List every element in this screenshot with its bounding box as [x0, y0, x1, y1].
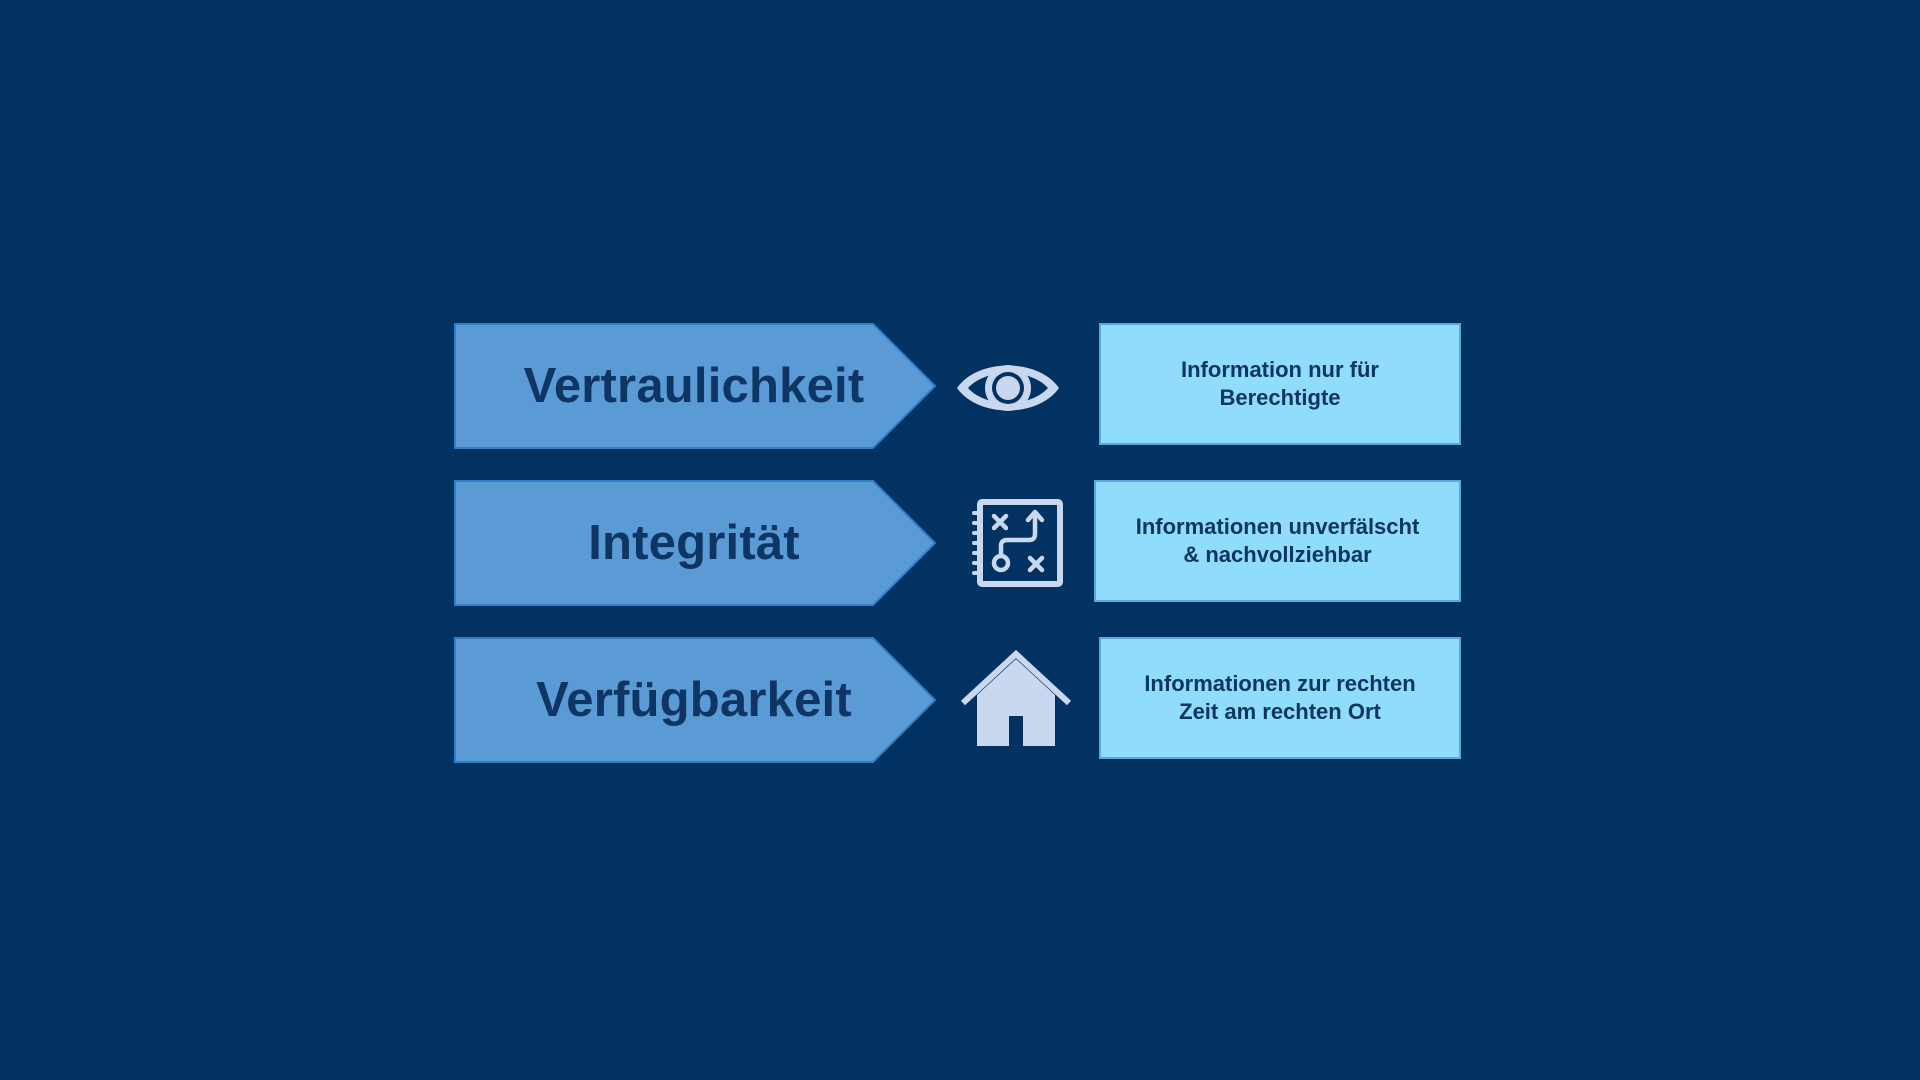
description-box: Informationen unverfälscht & nachvollzie… — [1094, 480, 1461, 602]
eye-icon — [957, 365, 1059, 411]
icon-container — [955, 637, 1075, 763]
row-integritaet: Integrität — [0, 480, 1920, 606]
icon-container — [948, 323, 1068, 449]
arrow-label: Vertraulichkeit — [523, 359, 865, 413]
house-icon — [960, 649, 1072, 746]
arrow-shape-graphic — [454, 637, 937, 763]
description-text: Informationen unverfälscht & nachvollzie… — [1135, 514, 1420, 567]
row-verfuegbarkeit: Verfügbarkeit Informationen zur rechten … — [0, 637, 1920, 763]
description-text: Information nur für Berechtigte — [1181, 357, 1379, 410]
arrow-label: Verfügbarkeit — [536, 673, 852, 727]
arrow-label: Integrität — [588, 516, 800, 570]
description-text: Informationen zur rechten Zeit am rechte… — [1144, 671, 1416, 724]
arrow-shape-graphic — [454, 480, 937, 606]
description-box: Informationen zur rechten Zeit am rechte… — [1099, 637, 1461, 759]
icon-container — [948, 480, 1068, 606]
description-box: Information nur für Berechtigte — [1099, 323, 1461, 445]
arrow-shape-vertraulichkeit: Vertraulichkeit — [454, 323, 937, 449]
arrow-shape-integritaet: Integrität — [454, 480, 937, 606]
row-vertraulichkeit: Vertraulichkeit Information nur für Bere… — [0, 323, 1920, 449]
arrow-shape-verfuegbarkeit: Verfügbarkeit — [454, 637, 937, 763]
strategy-plan-icon — [972, 499, 1063, 587]
arrow-shape-graphic — [454, 323, 937, 449]
